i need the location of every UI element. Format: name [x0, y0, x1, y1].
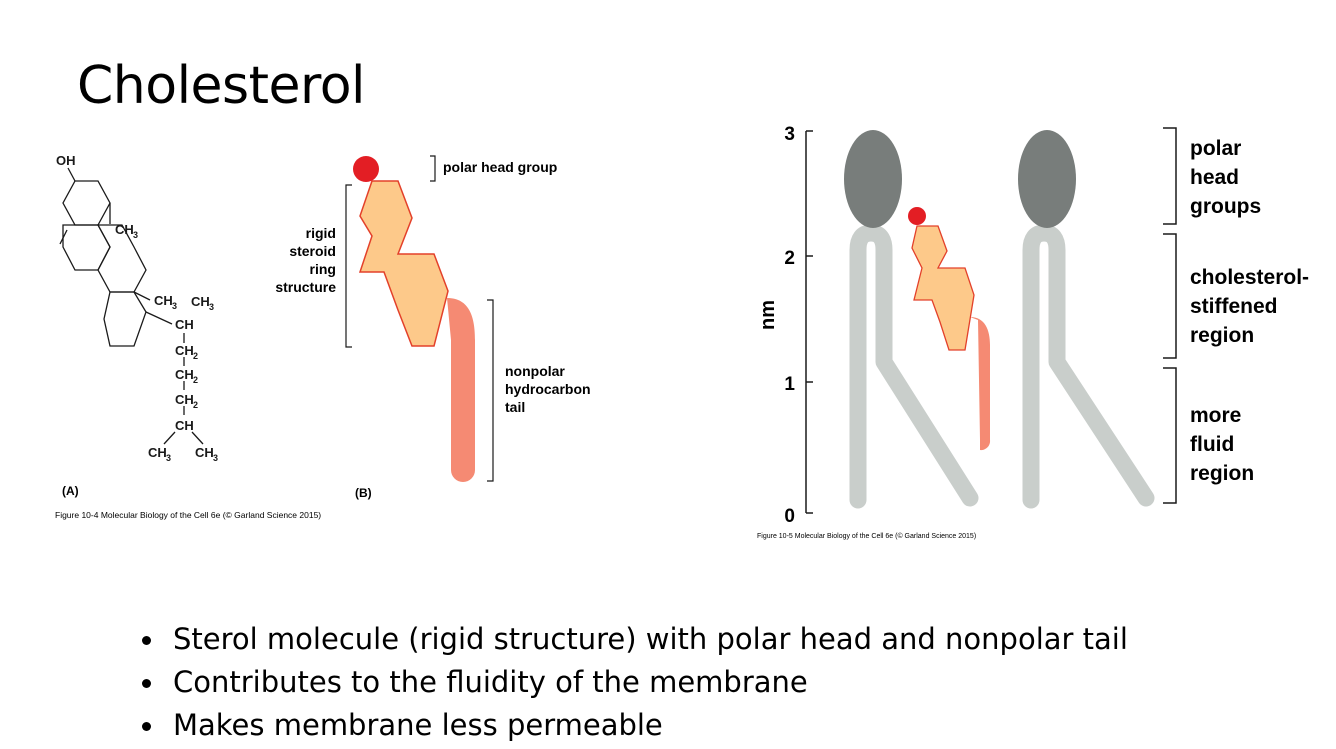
svg-text:stiffened: stiffened — [1190, 295, 1278, 318]
svg-text:3: 3 — [784, 124, 795, 145]
svg-text:2: 2 — [193, 400, 198, 410]
svg-text:ring: ring — [310, 261, 336, 277]
panel-a-label: (A) — [62, 484, 79, 498]
schematic-brackets — [345, 155, 494, 482]
axis-label: nm — [757, 300, 779, 330]
phospholipid-head-left — [844, 130, 902, 228]
svg-text:rigid: rigid — [306, 225, 336, 241]
fluid-region-label: more fluid region — [1190, 404, 1254, 485]
ch2-label: CH — [175, 343, 194, 358]
svg-text:3: 3 — [213, 453, 218, 463]
svg-text:groups: groups — [1190, 195, 1261, 218]
bullet-item: Contributes to the fluidity of the membr… — [140, 661, 1128, 704]
axis-ticks: 3 2 1 0 — [784, 124, 795, 527]
svg-text:3: 3 — [209, 302, 214, 312]
svg-text:structure: structure — [275, 279, 336, 295]
phospholipid-left — [849, 224, 979, 509]
svg-text:2: 2 — [193, 375, 198, 385]
polar-head-groups-label: polar head groups — [1190, 137, 1261, 218]
svg-text:region: region — [1190, 324, 1254, 347]
phospholipid-head-right — [1018, 130, 1076, 228]
methyl-label: CH — [148, 445, 167, 460]
svg-text:fluid: fluid — [1190, 433, 1234, 456]
methyl-label: CH — [191, 294, 210, 309]
ch2-label: CH — [175, 367, 194, 382]
svg-text:more: more — [1190, 404, 1241, 427]
polar-head-group-label: polar head group — [443, 159, 557, 175]
svg-text:3: 3 — [133, 230, 138, 240]
methyl-label: CH — [154, 293, 173, 308]
svg-text:tail: tail — [505, 399, 525, 415]
svg-text:3: 3 — [166, 453, 171, 463]
methyl-label: CH — [195, 445, 214, 460]
slide-title: Cholesterol — [77, 56, 366, 116]
svg-text:0: 0 — [784, 506, 795, 527]
figure-10-4: OH CH 3 CH 3 CH 3 CH CH 2 CH 2 CH 2 CH C… — [55, 153, 591, 520]
membrane-cholesterol — [908, 207, 991, 451]
svg-text:nonpolar: nonpolar — [505, 363, 565, 379]
nm-axis — [805, 130, 813, 514]
hydroxyl-label: OH — [56, 153, 76, 168]
cholesterol-skeletal-structure — [59, 167, 204, 445]
methyl-label: CH — [115, 222, 134, 237]
stiffened-region-label: cholesterol- stiffened region — [1190, 266, 1309, 347]
hydrocarbon-tail-shape — [447, 298, 475, 482]
nonpolar-tail-label: nonpolar hydrocarbon tail — [505, 363, 591, 415]
svg-text:2: 2 — [784, 248, 795, 269]
ch-label: CH — [175, 418, 194, 433]
figure-10-4-caption: Figure 10-4 Molecular Biology of the Cel… — [55, 510, 321, 520]
svg-text:3: 3 — [172, 301, 177, 311]
svg-text:cholesterol-: cholesterol- — [1190, 266, 1309, 289]
bullet-item: Sterol molecule (rigid structure) with p… — [140, 618, 1128, 661]
region-brackets — [1163, 127, 1177, 504]
structure-labels: OH CH 3 CH 3 CH 3 CH CH 2 CH 2 CH 2 CH C… — [56, 153, 218, 463]
svg-text:steroid: steroid — [289, 243, 336, 259]
phospholipid-right — [1022, 224, 1155, 509]
bullet-item: Makes membrane less permeable — [140, 704, 1128, 747]
panel-b-label: (B) — [355, 486, 372, 500]
svg-text:polar: polar — [1190, 137, 1241, 160]
ch-label: CH — [175, 317, 194, 332]
rigid-steroid-label: rigid steroid ring structure — [275, 225, 336, 295]
steroid-ring-shape — [358, 180, 449, 347]
svg-text:head: head — [1190, 166, 1239, 189]
svg-text:1: 1 — [784, 374, 795, 395]
figure-10-5-caption: Figure 10-5 Molecular Biology of the Cel… — [757, 532, 976, 540]
ch2-label: CH — [175, 392, 194, 407]
cholesterol-schematic — [353, 156, 475, 482]
svg-text:2: 2 — [193, 351, 198, 361]
svg-text:hydrocarbon: hydrocarbon — [505, 381, 591, 397]
svg-text:region: region — [1190, 462, 1254, 485]
bullet-list: Sterol molecule (rigid structure) with p… — [140, 618, 1128, 747]
polar-head-circle — [353, 156, 379, 182]
